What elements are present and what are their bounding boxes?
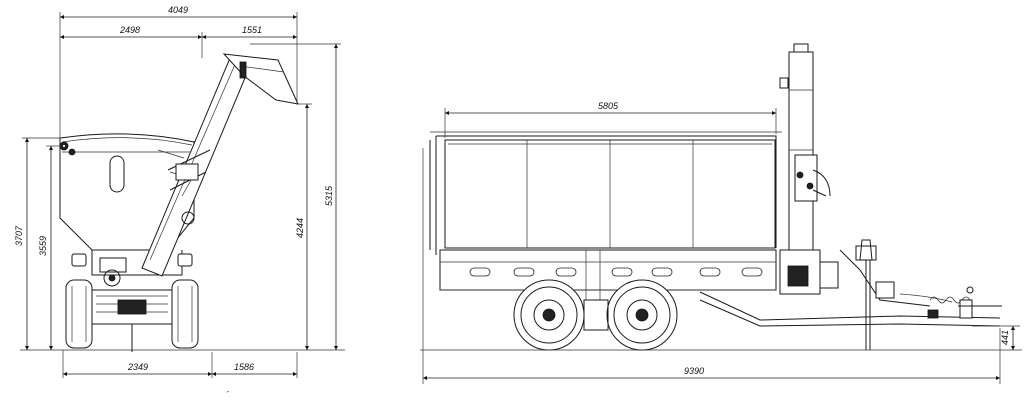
dim-overall-length: 9390 [684, 366, 704, 376]
dim-auger-top-height: 5315 [324, 185, 334, 206]
side-frame [439, 249, 777, 291]
dim-body-length: 5805 [598, 101, 619, 111]
dim-overall-width: 4049 [168, 5, 188, 15]
side-view [429, 43, 1002, 351]
side-wheel-rear [513, 279, 585, 351]
footnote-mark: ´ [226, 390, 229, 400]
dim-drawbar-height: 441 [1000, 330, 1010, 345]
dim-track-width: 2349 [127, 362, 148, 372]
side-auger-column [788, 51, 814, 253]
dim-body-height: 3559 [38, 236, 48, 256]
front-view [59, 53, 299, 352]
side-jack-head [855, 245, 877, 261]
side-wheel-front [606, 279, 678, 351]
dim-hopper-height: 3707 [14, 225, 24, 246]
front-dimensions: 4049 2498 1551 3707 3559 4244 5315 2349 … [14, 5, 345, 400]
dim-hopper-width: 2498 [119, 25, 140, 35]
front-wheel-right [171, 279, 199, 349]
front-wheel-left [65, 279, 93, 349]
dim-discharge-height: 4244 [295, 218, 305, 238]
front-window [109, 155, 125, 193]
dim-auger-offset: 1551 [242, 25, 262, 35]
dim-auger-reach: 1586 [234, 362, 254, 372]
side-dimensions: 5805 9390 441 [420, 101, 1022, 384]
